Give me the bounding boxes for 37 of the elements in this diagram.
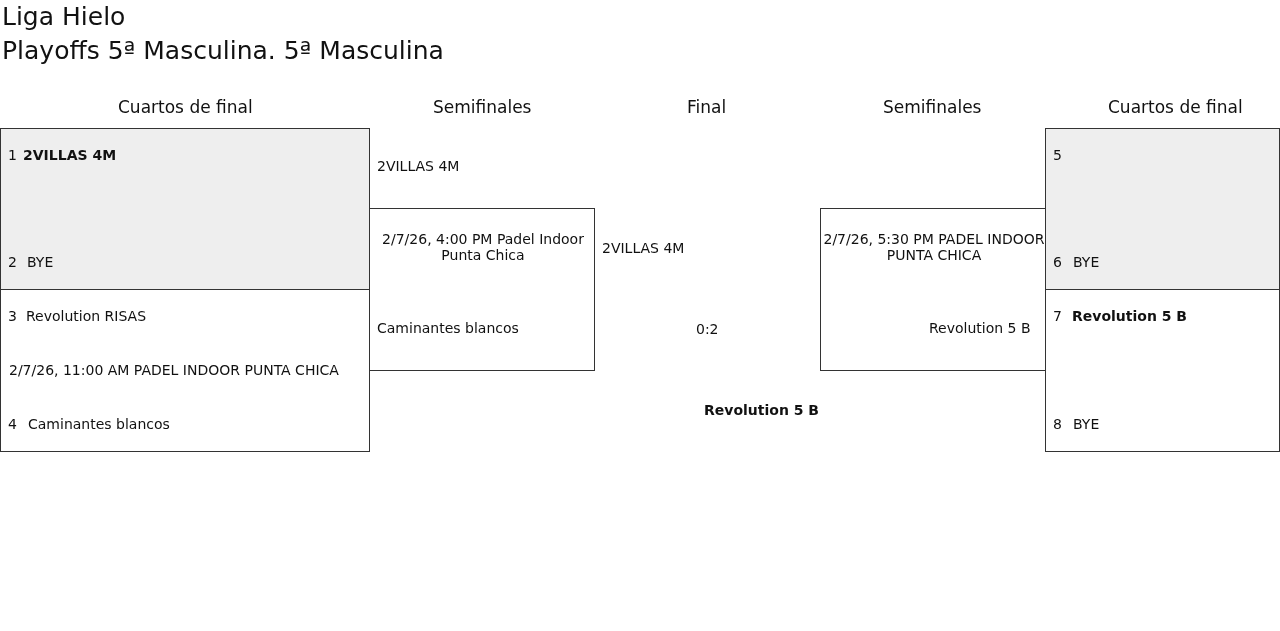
round-heading: Semifinales — [883, 97, 982, 117]
seed-number: 7 — [1053, 308, 1062, 324]
match-box — [0, 128, 370, 290]
match-box — [1045, 289, 1280, 452]
team-name: Revolution 5 B — [1072, 308, 1188, 324]
match-box — [0, 289, 370, 452]
round-heading: Semifinales — [433, 97, 532, 117]
team-name: Caminantes blancos — [28, 416, 170, 432]
seed-number: 2 — [8, 254, 17, 270]
team-name: 2VILLAS 4M — [23, 147, 117, 163]
match-box — [1045, 128, 1280, 290]
team-name: Revolution RISAS — [26, 308, 147, 324]
team-name: Revolution 5 B — [929, 320, 1031, 336]
match-box — [820, 208, 1046, 371]
team-name: 2VILLAS 4M — [602, 240, 685, 256]
seed-number: 4 — [8, 416, 17, 432]
team-name: 2/7/26, 11:00 AM PADEL INDOOR PUNTA CHICA — [9, 362, 339, 378]
team-name: BYE — [1073, 254, 1100, 270]
winner-name: Revolution 5 B — [704, 402, 820, 418]
seed-number: 1 — [8, 147, 17, 163]
seed-number: 8 — [1053, 416, 1062, 432]
team-name: BYE — [1073, 416, 1100, 432]
subtitle: Playoffs 5ª Masculina. 5ª Masculina — [2, 36, 444, 65]
seed-number: 3 — [8, 308, 17, 324]
title: Liga Hielo — [2, 2, 126, 31]
round-heading: Final — [687, 97, 727, 117]
score: 0:2 — [696, 321, 719, 337]
round-heading: Cuartos de final — [118, 97, 253, 117]
match-details: 2/7/26, 5:30 PM PADEL INDOOR PUNTA CHICA — [822, 231, 1046, 263]
team-name: 2VILLAS 4M — [377, 158, 460, 174]
team-name: BYE — [27, 254, 54, 270]
match-details: 2/7/26, 4:00 PM Padel Indoor Punta Chica — [381, 231, 585, 263]
seed-number: 5 — [1053, 147, 1062, 163]
match-box — [369, 208, 595, 371]
team-name: 6 — [1053, 254, 1062, 270]
round-heading: Cuartos de final — [1108, 97, 1243, 117]
team-name: Caminantes blancos — [377, 320, 519, 336]
